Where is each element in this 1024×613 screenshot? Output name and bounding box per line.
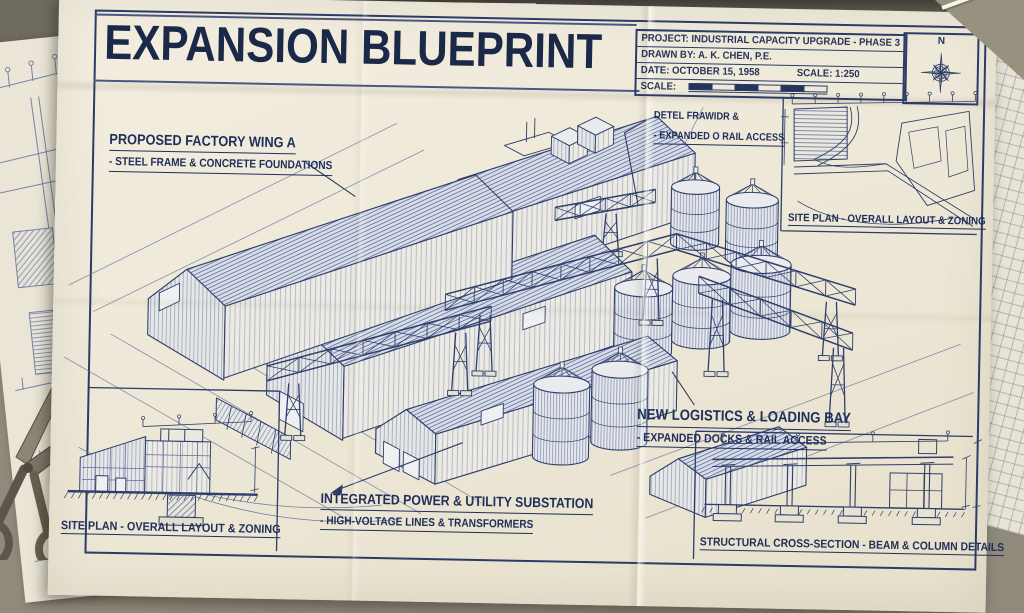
title-block: PROJECT: INDUSTRIAL CAPACITY UPGRADE - P… bbox=[634, 29, 907, 101]
compass-star-icon bbox=[907, 46, 974, 97]
scale-bar bbox=[689, 83, 828, 95]
blueprint-sheet: EXPANSION BLUEPRINT PROJECT: INDUSTRIAL … bbox=[48, 0, 997, 613]
storage-silos-back bbox=[670, 167, 779, 267]
page-title: EXPANSION BLUEPRINT bbox=[104, 19, 603, 78]
title-block-scale: SCALE: 1:250 bbox=[796, 68, 859, 80]
annotation-line: - EXPANDED DOCKS & RAIL ACCESS bbox=[637, 430, 827, 451]
annotation-line: DETEL FRAWIDR & bbox=[654, 109, 739, 123]
compass-rose: N bbox=[902, 32, 979, 105]
title-block-date: DATE: OCTOBER 15, 1958 bbox=[641, 65, 760, 78]
annotation-substation: INTEGRATED POWER & UTILITY SUBSTATION - … bbox=[320, 489, 594, 535]
annotation-line: INTEGRATED POWER & UTILITY SUBSTATION bbox=[320, 490, 593, 515]
scale-label: SCALE: bbox=[640, 81, 676, 93]
annotation-line: PROPOSED FACTORY WING A bbox=[109, 131, 296, 155]
annotation-factory-wing: PROPOSED FACTORY WING A - STEEL FRAME & … bbox=[109, 130, 333, 176]
annotation-rail-access: DETEL FRAWIDR & - EXPANDED O RAIL ACCESS bbox=[653, 104, 784, 147]
siteplan-inset-drawing bbox=[779, 88, 978, 227]
annotation-line: - EXPANDED O RAIL ACCESS bbox=[653, 129, 784, 147]
annotation-logistics: NEW LOGISTICS & LOADING BAY - EXPANDED D… bbox=[637, 405, 851, 451]
compass-north-label: N bbox=[938, 36, 945, 47]
annotation-line: NEW LOGISTICS & LOADING BAY bbox=[637, 406, 851, 431]
